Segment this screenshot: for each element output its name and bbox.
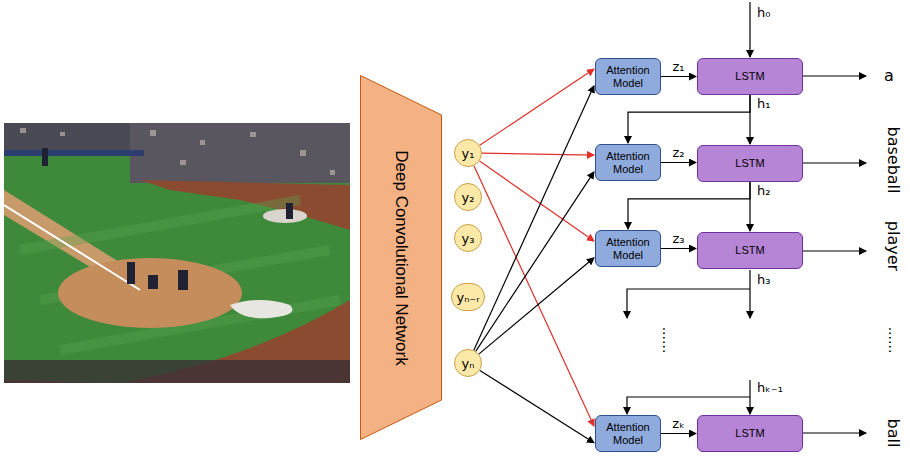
connector	[474, 166, 594, 426]
connector	[480, 370, 594, 442]
edge-label: z₂	[671, 146, 685, 160]
connector	[480, 161, 595, 241]
edge-label: h₁	[756, 97, 771, 111]
ellipsis: ......	[659, 327, 674, 354]
feature-label: y₁	[462, 146, 475, 161]
lstm-box: LSTM	[697, 58, 803, 95]
lstm-box: LSTM	[697, 145, 803, 182]
lstm-box: LSTM	[697, 232, 803, 269]
feature-circle: yₙ	[454, 349, 482, 377]
lstm-label: LSTM	[735, 427, 764, 440]
feature-circle: yₙ₋ᵣ	[451, 283, 484, 311]
connector	[479, 258, 594, 354]
connector	[661, 162, 696, 163]
connector	[661, 248, 696, 249]
feature-label: y₂	[462, 190, 475, 205]
output-word: a	[884, 67, 894, 85]
edge-label: zₖ	[671, 417, 685, 431]
feature-circle: y₃	[454, 224, 482, 252]
feature-label: yₙ₋ᵣ	[456, 290, 479, 305]
connector	[480, 69, 594, 145]
lstm-label: LSTM	[735, 244, 764, 257]
feature-label: y₃	[462, 231, 475, 246]
lstm-label: LSTM	[735, 70, 764, 83]
attention-box: Attention Model	[595, 58, 661, 95]
block-title: Deep Convolutional Network	[391, 150, 411, 365]
attention-label: Attention Model	[600, 150, 656, 175]
ellipsis: ......	[885, 327, 900, 354]
hidden-state-label: h₃	[757, 273, 770, 287]
network-block: Deep Convolutional Network	[360, 75, 442, 440]
attention-label: Attention Model	[600, 421, 656, 446]
attention-box: Attention Model	[595, 230, 661, 267]
feature-circle: y₁	[454, 139, 482, 167]
connector	[474, 86, 594, 351]
connector	[661, 433, 696, 434]
hidden-state-label: hₖ₋₁	[757, 381, 783, 395]
attention-label: Attention Model	[600, 64, 656, 89]
feature-circle: y₂	[454, 183, 482, 211]
output-word: ball	[884, 419, 902, 448]
edge-label: h₂	[756, 184, 771, 198]
connector	[628, 95, 750, 143]
lstm-box: LSTM	[697, 415, 803, 452]
edge-label: z₁	[671, 60, 685, 74]
edge-label: z₃	[671, 232, 685, 246]
attention-label: Attention Model	[600, 236, 656, 261]
connector	[628, 182, 750, 229]
hidden-state-label: h₀	[757, 6, 770, 20]
output-word: baseball	[884, 127, 902, 194]
lstm-label: LSTM	[735, 157, 764, 170]
connector	[661, 76, 696, 77]
attention-box: Attention Model	[595, 144, 661, 181]
connector	[482, 153, 594, 155]
output-word: player	[884, 221, 902, 271]
feature-label: yₙ	[462, 356, 475, 371]
attention-box: Attention Model	[595, 415, 661, 452]
connector	[476, 172, 594, 351]
